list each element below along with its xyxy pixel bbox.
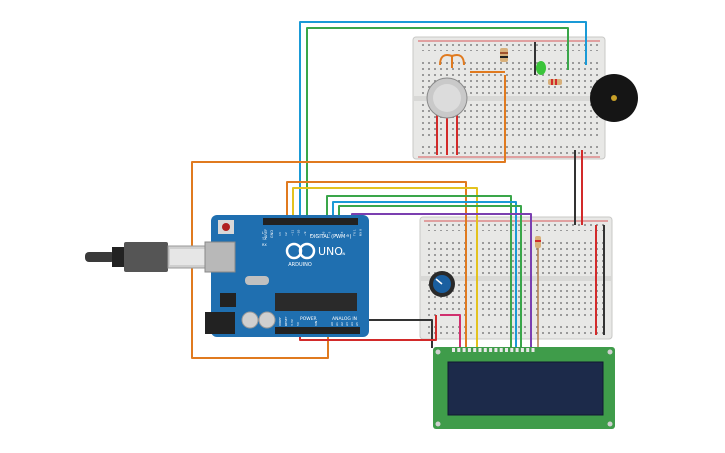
digital-pin-label: RX 0	[359, 229, 363, 236]
arduino-uno: ARDUINO UNO DIGITAL (PWM~) POWER ANALOG …	[204, 215, 369, 337]
lcd-pin	[520, 348, 524, 352]
lcd-pin	[494, 348, 498, 352]
lcd-pin	[483, 348, 487, 352]
lcd-pin	[473, 348, 477, 352]
lcd-16x2	[433, 347, 615, 429]
lcd-pin	[489, 348, 493, 352]
wire-orange-lcd	[286, 181, 467, 348]
resistor-bottom	[535, 236, 541, 248]
gas-sensor	[426, 77, 468, 119]
arduino-brand: ARDUINO	[288, 262, 312, 268]
lcd-pin	[462, 348, 466, 352]
digital-pin-label: 4	[334, 234, 338, 236]
green-led	[536, 61, 546, 75]
piezo-buzzer	[590, 74, 638, 122]
analog-pin-label: A1	[335, 322, 339, 326]
wire-blue-1	[332, 201, 517, 348]
lcd-pin	[452, 348, 455, 352]
on-label: ON	[340, 252, 346, 256]
lcd-pin	[515, 348, 519, 352]
wires	[191, 21, 605, 359]
resistor-horizontal	[548, 79, 562, 85]
digital-label: DIGITAL (PWM~)	[310, 234, 352, 240]
wire-pink	[440, 314, 461, 348]
digital-pin-label: ~11	[290, 230, 294, 236]
analog-pin-label: A2	[340, 322, 344, 326]
digital-pin-label: 13	[278, 232, 282, 236]
analog-pin-label: A3	[345, 322, 349, 326]
ioref-label: IOREF	[278, 317, 282, 326]
tx-label: TX	[261, 237, 267, 241]
digital-pin-label: ~3	[340, 231, 344, 236]
digital-pin-label: ~10	[297, 230, 301, 236]
analog-pin-label: A5	[355, 322, 359, 326]
analog-pin-label: A0	[330, 322, 334, 326]
digital-pin-label: ~6	[321, 231, 325, 236]
usb-cable	[85, 242, 215, 272]
wire-green-1	[326, 195, 512, 348]
digital-pin-label: 12	[284, 232, 288, 236]
wire-black-gnd	[358, 319, 433, 348]
digital-pin-label: 2	[346, 234, 350, 236]
potentiometer	[429, 271, 455, 297]
analog-pin-label: A4	[350, 322, 354, 326]
rx-label: RX	[262, 243, 267, 247]
v5-label: 5V	[296, 321, 300, 326]
digital-pin-label: ~9	[303, 231, 307, 236]
power-label: POWER	[300, 316, 317, 322]
lcd-pin	[499, 348, 503, 352]
lcd-pin	[510, 348, 514, 352]
lcd-pin	[505, 348, 508, 352]
arduino-model: UNO	[318, 245, 343, 258]
resistor-top	[500, 48, 508, 62]
lcd-pin	[531, 348, 535, 352]
digital-pin-label: TX 1	[352, 229, 356, 237]
lcd-pin	[478, 348, 482, 352]
wire-blue-top	[299, 21, 587, 222]
wire-green-2	[338, 205, 522, 348]
wire-yellow	[292, 187, 478, 348]
reset-label: RESET	[284, 316, 288, 326]
aref-label: AREF	[264, 229, 268, 238]
analog-label: ANALOG IN	[332, 316, 357, 322]
digital-pin-label: 7	[315, 234, 319, 236]
lcd-pin	[526, 348, 530, 352]
wire-green-top	[306, 27, 569, 222]
v33-label: 3.3V	[290, 318, 294, 326]
lcd-pin	[467, 348, 471, 352]
l-label: L	[262, 231, 264, 235]
vin-label: VIN	[314, 321, 318, 326]
lcd-pin	[457, 348, 461, 352]
digital-pin-label: ~5	[328, 231, 332, 236]
digital-pin-label: 8	[309, 234, 313, 236]
gnd-label: GND	[270, 230, 274, 238]
